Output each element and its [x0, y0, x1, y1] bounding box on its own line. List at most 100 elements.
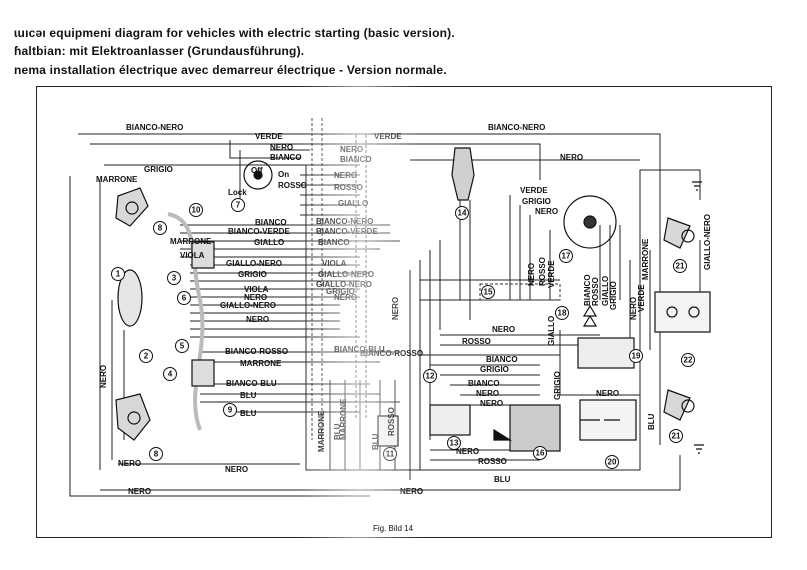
wire-label-w52: NERO: [629, 297, 638, 320]
component-marker-20: [605, 455, 619, 469]
switch-label-on: On: [278, 170, 289, 179]
diode: [582, 304, 598, 327]
wire-label-w46: NERO: [225, 465, 248, 474]
flywheel-magneto: [509, 404, 561, 452]
wire-label-w10: ROSSO: [278, 181, 307, 190]
component-number-19: 19: [632, 352, 641, 361]
wire-label-w26: VIOLA: [180, 251, 205, 260]
voltage-regulator: [577, 337, 635, 369]
component-number-15: 15: [484, 288, 493, 297]
ignition-coil: [451, 147, 475, 201]
wire-label-w39: MARRONE: [240, 359, 282, 368]
wire-label-w38: BIANCO-ROSSO: [225, 347, 288, 356]
component-marker-16: [533, 446, 547, 460]
component-number-22: 22: [684, 356, 693, 365]
component-number-6: 6: [182, 294, 187, 303]
wire-label-w37: NERO: [246, 315, 269, 324]
wire-label-w53: ROSSO: [591, 277, 600, 306]
wire-label-w29: GRIGIO: [238, 270, 267, 279]
wire-label-w13: MARRONE: [96, 175, 138, 184]
component-number-20: 20: [608, 458, 617, 467]
wire-label-w60: GIALLO-NERO: [703, 214, 712, 270]
rear-lamp-lower: [115, 393, 151, 441]
wire-label-w33: NERO: [334, 293, 357, 302]
wire-label-w69: NERO: [596, 389, 619, 398]
wire-left-outer: [69, 176, 370, 497]
component-number-2: 2: [144, 352, 149, 361]
component-marker-8: [149, 447, 163, 461]
wire-label-w65: BIANCO: [468, 379, 500, 388]
wire-label-w49: NERO: [400, 487, 423, 496]
wire-label-w67: NERO: [480, 399, 503, 408]
component-marker-5: [175, 339, 189, 353]
ground-symbol-top: [692, 181, 702, 191]
wire-label-w78: ROSSO: [387, 407, 396, 436]
component-number-7: 7: [236, 201, 241, 210]
wire-label-w27: GIALLO-NERO: [226, 259, 282, 268]
component-marker-14: [455, 206, 469, 220]
switch-label-off: Off: [251, 166, 263, 175]
speedometer: [563, 195, 617, 249]
wire-bottom-nero: [100, 455, 681, 491]
component-number-17: 17: [562, 252, 571, 261]
wire-label-w12: GRIGIO: [144, 165, 173, 174]
component-marker-10: [189, 203, 203, 217]
component-marker-8: [153, 221, 167, 235]
rear-lamp-upper: [115, 187, 149, 227]
component-marker-19: [629, 349, 643, 363]
wire-label-w45: NERO: [118, 459, 141, 468]
figure-caption: Fig. Bild 14: [373, 524, 414, 533]
component-marker-21: [673, 259, 687, 273]
header-line-fr: nema installation électrique avec demarr…: [14, 63, 447, 77]
wire-label-w16: GRIGIO: [522, 197, 551, 206]
header-line-en: ɩuıcəı equipmeni diagram for vehicles wi…: [14, 26, 455, 40]
component-marker-17: [559, 249, 573, 263]
component-number-9: 9: [228, 406, 233, 415]
wire-label-w48: BLU: [494, 475, 511, 484]
wire-label-w56: ROSSO: [538, 257, 547, 286]
wire-label-w61: NERO: [527, 263, 536, 286]
wire-switch-1: [229, 140, 300, 159]
wire-label-w41: BLU: [240, 391, 257, 400]
wire-label-w8: BIANCO: [270, 153, 302, 162]
wire-label-w42: BLU: [240, 409, 257, 418]
wire-label-w25: BIANCO: [318, 238, 350, 247]
wire-label-w20: BIANCO-NERO: [316, 217, 373, 226]
wire-label-w18: GIALLO: [338, 199, 368, 208]
component-number-11: 11: [386, 450, 395, 459]
component-number-14: 14: [458, 209, 467, 218]
front-indicator-upper: [663, 217, 695, 249]
component-number-4: 4: [168, 370, 173, 379]
header-line-de: ɦaltbian: mit Elektroanlasser (Grundausf…: [14, 44, 305, 58]
wire-label-w55: BIANCO: [583, 274, 592, 306]
component-number-16: 16: [536, 449, 545, 458]
wire-label-w74: GIALLO: [547, 316, 556, 346]
wire-label-w54: GIALLO: [601, 276, 610, 306]
handlebar-outline: [167, 212, 205, 431]
wire-label-w2: BIANCO-NERO: [488, 123, 545, 132]
wire-label-w22: BIANCO-VERDE: [316, 227, 378, 236]
ignition-switch: [243, 160, 273, 190]
component-marker-1: [111, 267, 125, 281]
wire-label-w9: BIANCO: [340, 155, 372, 164]
component-marker-4: [163, 367, 177, 381]
wire-loop-2: [90, 143, 541, 180]
relay: [191, 359, 215, 387]
wire-label-w11: ROSSO: [334, 183, 363, 192]
component-marker-6: [177, 291, 191, 305]
wire-label-w59: MARRONE: [641, 238, 650, 280]
wire-label-w64: GRIGIO: [480, 365, 509, 374]
wire-label-w70: ROSSO: [478, 457, 507, 466]
wire-label-w4: VERDE: [374, 132, 402, 141]
wire-label-w58: NERO: [492, 325, 515, 334]
wire-label-w30: GIALLO-NERO: [318, 270, 374, 279]
wire-label-w51: GRIGIO: [609, 281, 618, 310]
front-indicator-lower: [663, 389, 695, 421]
wire-label-w77: MARRONE: [339, 398, 348, 440]
component-number-21: 21: [676, 262, 685, 271]
wire-label-w14: NERO: [334, 171, 357, 180]
component-number-18: 18: [558, 309, 567, 318]
component-number-5: 5: [180, 342, 185, 351]
